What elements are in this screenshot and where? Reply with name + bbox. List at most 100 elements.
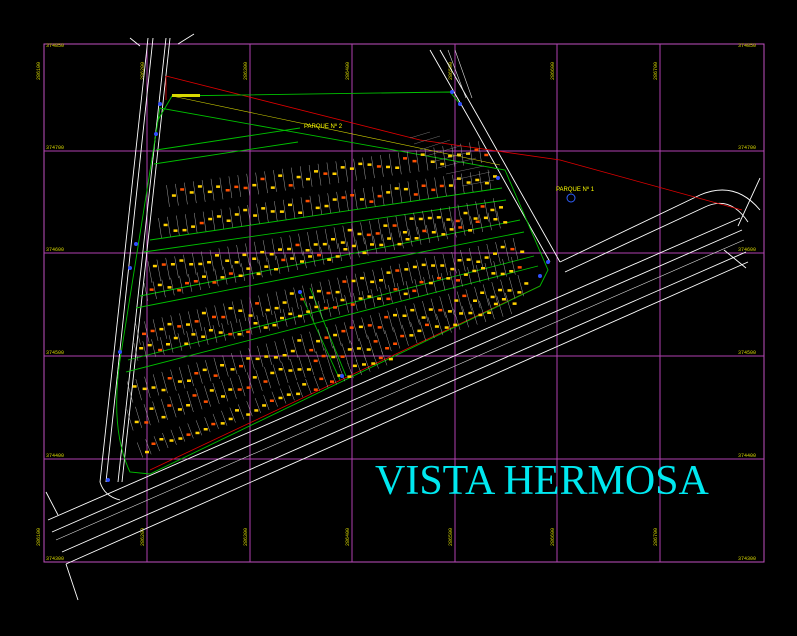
lot-boundary: [309, 331, 316, 354]
lot-marker: [447, 310, 452, 313]
lot-marker: [419, 280, 424, 284]
lot-boundary: [255, 172, 259, 195]
lot-marker: [186, 323, 190, 326]
lot-boundary: [291, 307, 297, 325]
lot-boundary: [512, 238, 519, 260]
park-symbol: [566, 193, 576, 203]
lot-marker: [454, 299, 459, 302]
lot-boundary: [302, 250, 307, 269]
lot-boundary: [436, 314, 444, 336]
lot-marker: [132, 385, 137, 388]
lot-boundary: [282, 199, 287, 220]
lot-marker: [142, 387, 147, 391]
lot-marker: [298, 314, 302, 318]
lot-boundary: [345, 190, 349, 211]
lot-marker: [246, 357, 251, 360]
lot-boundary: [389, 265, 396, 288]
lot-marker: [524, 282, 529, 285]
lot-marker: [151, 386, 156, 389]
lot-boundary: [369, 220, 374, 243]
lot-marker: [462, 294, 467, 298]
lot-boundary: [273, 170, 277, 192]
lot-marker: [187, 379, 191, 382]
lot-boundary: [166, 185, 170, 207]
lot-marker: [481, 267, 485, 270]
lot-marker: [356, 347, 361, 350]
grid-label: 374600: [738, 247, 756, 253]
lot-marker: [270, 371, 275, 375]
lot-marker: [305, 199, 310, 203]
lot-markers: [132, 148, 529, 454]
lot-boundary: [326, 326, 333, 349]
lot-boundary: [461, 217, 466, 236]
lot-marker: [235, 409, 239, 412]
lot-boundary: [398, 263, 405, 286]
lot-boundary: [343, 322, 351, 344]
grid-labels-right: 374850 374700 374600 374500 374400 37430…: [738, 43, 756, 562]
lot-boundary: [414, 279, 420, 297]
lot-marker: [177, 380, 182, 383]
lot-boundary: [229, 407, 236, 423]
lot-boundary: [326, 299, 332, 317]
lot-marker: [177, 408, 182, 411]
lot-marker: [261, 207, 266, 210]
lot-marker: [237, 333, 242, 336]
lot-boundary: [205, 307, 211, 329]
lot-boundary: [405, 281, 411, 299]
lot-boundary: [398, 182, 403, 203]
lot-boundary: [152, 281, 157, 300]
lot-marker: [359, 198, 364, 201]
lot-boundary: [195, 329, 200, 347]
lot-marker: [207, 190, 212, 194]
grid-label: 286400: [345, 528, 351, 546]
lot-boundary: [475, 201, 480, 224]
lot-marker: [296, 175, 301, 179]
lot-boundary: [330, 369, 337, 385]
lot-marker: [397, 242, 402, 246]
lot-boundary: [380, 185, 385, 206]
lot-boundary: [387, 310, 394, 332]
survey-node: [496, 176, 500, 180]
lot-marker: [343, 248, 348, 251]
lot-boundary: [184, 182, 188, 205]
lot-boundary: [336, 191, 340, 212]
lot-boundary: [477, 245, 484, 268]
lot-boundary: [439, 207, 445, 230]
park-1-label: PARQUE Nº 1: [556, 186, 595, 193]
grid-label: 286100: [36, 528, 42, 546]
lot-boundary: [161, 279, 166, 298]
lot-marker: [490, 208, 495, 212]
lot-boundary: [143, 283, 149, 301]
lot-boundary: [346, 275, 352, 298]
lot-boundary: [229, 207, 233, 228]
lot-marker: [431, 231, 436, 234]
lot-boundary: [305, 378, 312, 395]
lot-boundary: [469, 142, 473, 165]
lot-marker: [484, 153, 489, 157]
lot-marker: [376, 165, 381, 168]
lot-marker: [438, 308, 443, 312]
lot-boundary: [466, 203, 471, 225]
lot-marker: [373, 340, 378, 343]
lot-boundary: [161, 371, 168, 394]
lot-boundary: [212, 413, 219, 429]
lot-boundary: [508, 277, 516, 299]
lot-marker: [179, 259, 184, 262]
lot-marker: [335, 255, 340, 258]
lot-boundary: [401, 324, 409, 346]
lot-boundary: [265, 313, 270, 331]
lot-boundary: [311, 248, 316, 267]
lot-boundary: [317, 301, 323, 319]
survey-node: [106, 478, 110, 482]
lot-marker: [167, 322, 172, 326]
lot-boundary: [264, 367, 272, 389]
lot-marker: [239, 364, 243, 368]
lot-marker: [404, 268, 409, 271]
lot-marker: [208, 329, 213, 332]
lot-marker: [358, 325, 363, 329]
lot-marker: [421, 263, 426, 267]
lot-marker: [412, 159, 417, 163]
lot-marker: [388, 357, 393, 361]
lot-boundary: [351, 224, 356, 246]
lot-boundary: [417, 226, 422, 245]
